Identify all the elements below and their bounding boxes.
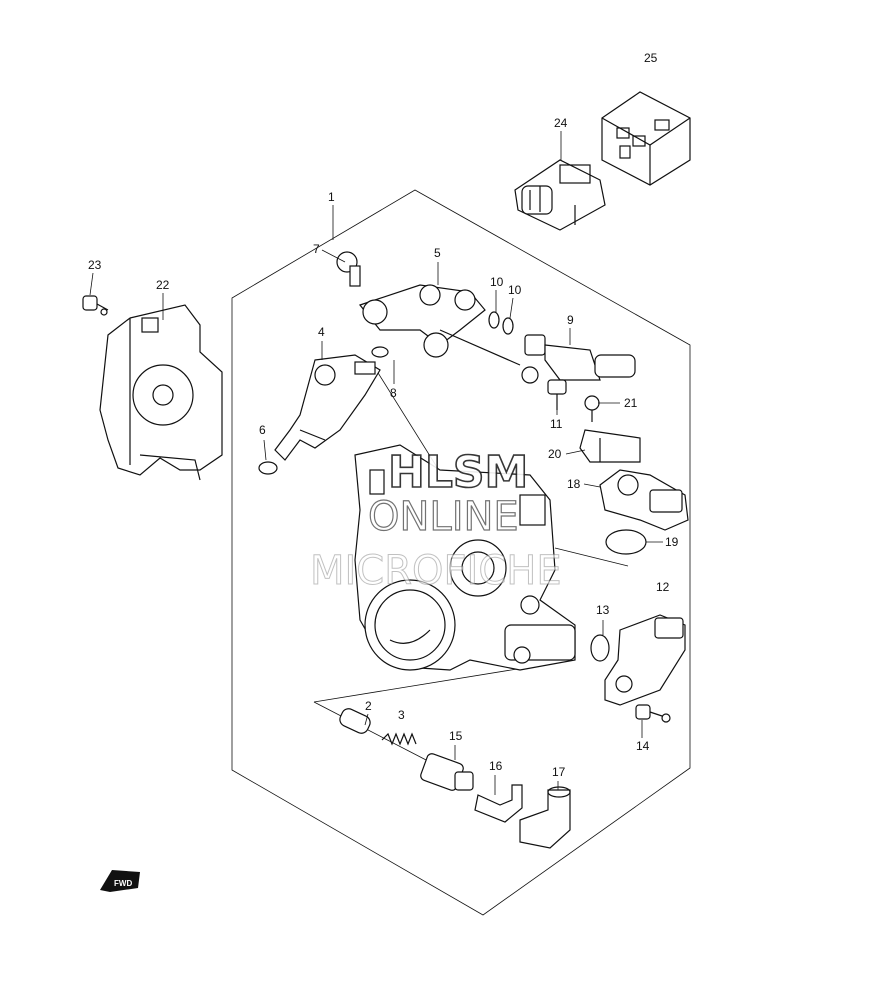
part-10-o-rings[interactable] — [488, 311, 514, 335]
part-15-fitting[interactable] — [419, 752, 474, 791]
callout-labels: 1 2 3 4 5 6 7 8 9 10 10 11 12 13 14 15 1… — [88, 51, 679, 779]
callout-18: 18 — [567, 477, 581, 491]
callout-5: 5 — [434, 246, 441, 260]
leader-3a — [313, 663, 549, 703]
callout-6: 6 — [259, 423, 266, 437]
watermark: HLSM ONLINE MICROFICHE — [310, 446, 563, 594]
part-14-screw[interactable] — [635, 704, 671, 723]
part-12-tps-sensor[interactable] — [604, 614, 686, 706]
part-4-injector[interactable] — [274, 354, 381, 461]
throttle-body[interactable] — [354, 444, 576, 671]
callout-24: 24 — [554, 116, 568, 130]
callout-16: 16 — [489, 759, 503, 773]
part-19-o-ring[interactable] — [605, 529, 647, 555]
leader-12a — [554, 547, 629, 567]
callout-22: 22 — [156, 278, 170, 292]
part-20-bracket[interactable] — [579, 429, 641, 463]
callout-8: 8 — [390, 386, 397, 400]
forward-direction-badge: FWD — [100, 870, 140, 892]
part-2-plunger[interactable] — [338, 707, 373, 736]
callout-leaders — [89, 131, 663, 795]
callout-2: 2 — [365, 699, 372, 713]
part-5-delivery-pipe[interactable] — [358, 284, 521, 366]
callout-12: 12 — [656, 580, 670, 594]
leader-3b — [313, 701, 431, 763]
callout-13: 13 — [596, 603, 610, 617]
part-7-plug[interactable] — [336, 251, 361, 287]
part-3-spring[interactable] — [381, 732, 417, 746]
part-8-o-ring[interactable] — [371, 346, 389, 358]
callout-1: 1 — [328, 190, 335, 204]
callout-14: 14 — [636, 739, 650, 753]
callout-4: 4 — [318, 325, 325, 339]
callout-10b: 10 — [508, 283, 522, 297]
part-16-hose[interactable] — [474, 784, 523, 823]
watermark-line-3: MICROFICHE — [310, 548, 562, 594]
watermark-line-2: ONLINE — [368, 494, 519, 540]
callout-7: 7 — [313, 242, 320, 256]
callout-11: 11 — [550, 417, 563, 431]
part-6-o-ring[interactable] — [258, 461, 278, 475]
assembly-outline — [231, 189, 691, 916]
callout-3: 3 — [398, 708, 405, 722]
part-11-bolt[interactable] — [547, 379, 567, 410]
callout-21: 21 — [624, 396, 638, 410]
part-23-screw[interactable] — [82, 295, 109, 316]
part-24-connector[interactable] — [514, 159, 606, 231]
callout-15: 15 — [449, 729, 463, 743]
part-13-o-ring[interactable] — [590, 634, 610, 662]
part-21-screw[interactable] — [584, 395, 600, 422]
callout-25: 25 — [644, 51, 658, 65]
forward-badge-text: FWD — [114, 879, 132, 888]
callout-10a: 10 — [490, 275, 504, 289]
part-22-cover[interactable] — [99, 304, 223, 481]
part-25-relay[interactable] — [601, 91, 691, 186]
callout-19: 19 — [665, 535, 679, 549]
callout-23: 23 — [88, 258, 102, 272]
watermark-line-1: HLSM — [388, 447, 528, 498]
callout-17: 17 — [552, 765, 566, 779]
part-18-sensor[interactable] — [599, 469, 689, 531]
callout-9: 9 — [567, 313, 574, 327]
part-17-elbow[interactable] — [519, 786, 571, 849]
callout-20: 20 — [548, 447, 562, 461]
part-9-regulator[interactable] — [521, 334, 636, 384]
